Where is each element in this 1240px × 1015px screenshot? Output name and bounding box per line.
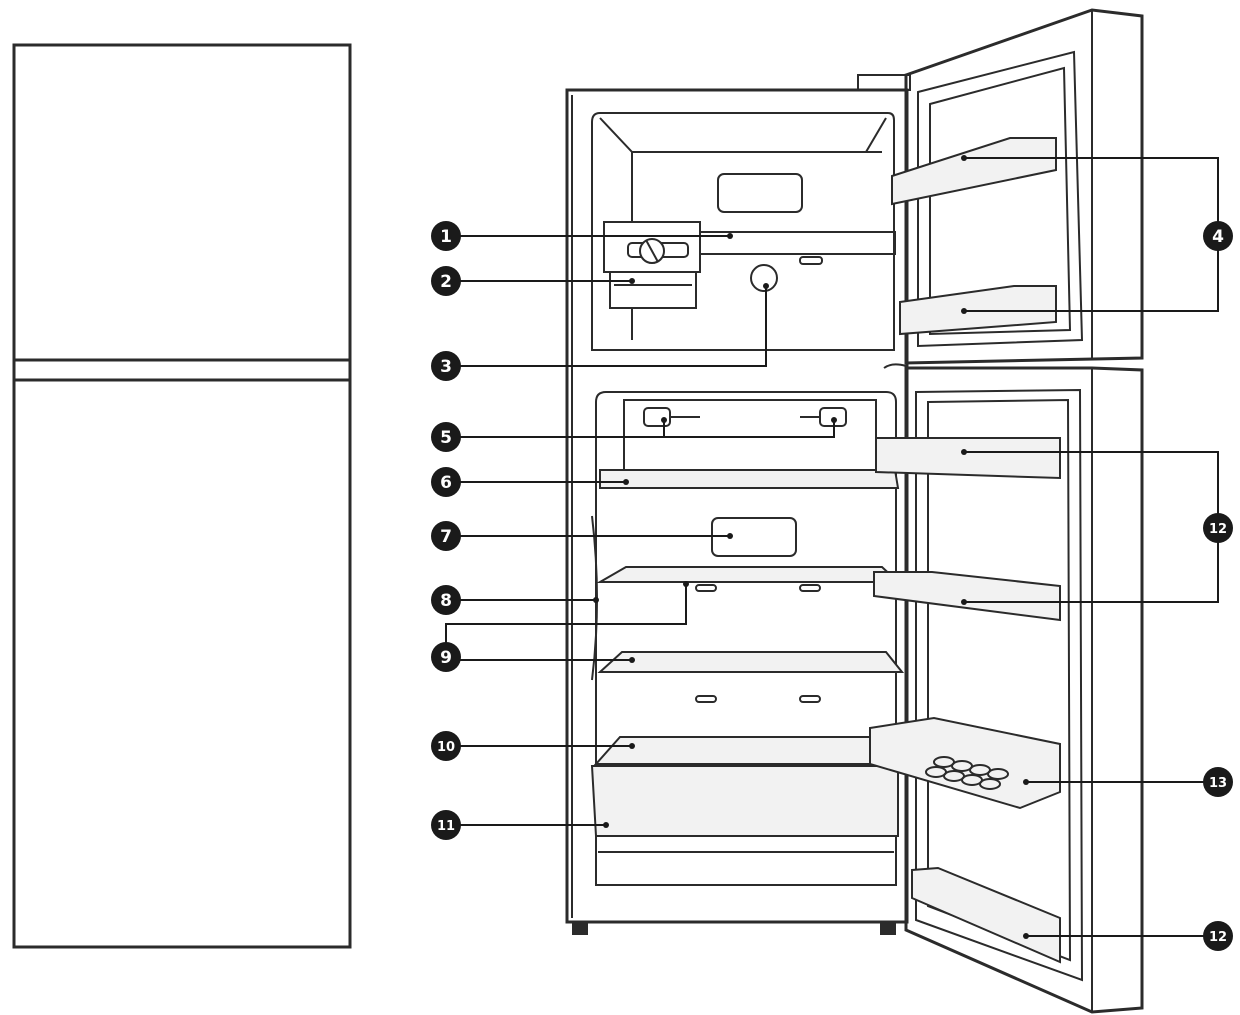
- fridge-shelf-3: [597, 651, 905, 673]
- callout-5: 5: [431, 422, 461, 452]
- leader-9a: [445, 584, 687, 657]
- freezer-door-inner: [929, 66, 1072, 336]
- freezer-inner: [591, 112, 895, 351]
- callout-11: 11: [431, 810, 461, 840]
- callout-12-lower: 12: [1203, 921, 1233, 951]
- callout-8: 8: [431, 585, 461, 615]
- callout-4: 4: [1203, 221, 1233, 251]
- freezer-compartment: [591, 112, 896, 351]
- closed-fridge-body: [12, 43, 352, 949]
- crisper-cover: [593, 736, 898, 765]
- egg-tray-bin: [869, 716, 1061, 810]
- callout-7-label: 7: [440, 527, 452, 547]
- shelf-clip-4: [799, 695, 821, 703]
- leader-12a-bottom: [964, 528, 1219, 603]
- crisper-drawer: [590, 765, 899, 837]
- light-left: [643, 407, 671, 427]
- callout-2-label: 2: [440, 272, 452, 292]
- callout-11-label: 11: [437, 819, 455, 834]
- callout-9-label: 9: [440, 648, 452, 668]
- callout-10-label: 10: [437, 740, 455, 755]
- fridge-door-bin-2: [873, 571, 1061, 622]
- top-hinge: [857, 74, 911, 91]
- egg-cups: [925, 756, 1009, 790]
- fridge-door: [869, 363, 1144, 1014]
- door-top-hinge: [883, 363, 907, 369]
- callout-3-label: 3: [440, 357, 452, 377]
- callout-1-label: 1: [440, 227, 452, 247]
- freezer-light-cover: [717, 173, 803, 213]
- callout-2: 2: [431, 266, 461, 296]
- leader-3: [446, 286, 767, 367]
- callout-3: 3: [431, 351, 461, 381]
- fridge-door-bin-bottom: [911, 866, 1061, 964]
- freezer-door-bin-upper: [891, 137, 1057, 206]
- fridge-compartment: [590, 391, 905, 886]
- leader-5a: [446, 420, 665, 438]
- freezer-vent-circle: [750, 264, 778, 292]
- leader-lines: [445, 157, 1219, 937]
- callout-13-label: 13: [1209, 776, 1227, 791]
- leader-12a-top: [964, 451, 1219, 528]
- open-fridge: [565, 8, 1144, 1014]
- callout-12-lower-label: 12: [1209, 930, 1227, 945]
- ice-bin: [609, 271, 697, 309]
- callout-9: 9: [431, 642, 461, 672]
- closed-fridge: [12, 43, 352, 949]
- foot-right: [880, 921, 896, 935]
- callout-5-label: 5: [440, 428, 452, 448]
- fridge-inner: [595, 391, 897, 886]
- fridge-shelf-1: [599, 469, 900, 489]
- callout-7: 7: [431, 521, 461, 551]
- shelf-clip-1: [695, 584, 717, 592]
- freezer-shelf: [604, 231, 896, 255]
- callout-6-label: 6: [440, 473, 452, 493]
- foot-left: [572, 921, 588, 935]
- callouts: 1 2 3 4 5 6 7 8: [431, 221, 1233, 951]
- callout-12-upper: 12: [1203, 513, 1233, 543]
- callout-12-upper-label: 12: [1209, 522, 1227, 537]
- freezer-shelf-clip: [799, 256, 823, 265]
- freezer-back-right: [865, 117, 887, 153]
- leader-4a: [964, 157, 1219, 236]
- fridge-shelf-2: [596, 566, 901, 583]
- fridge-door-bin-1: [875, 437, 1061, 480]
- freezer-door-gasket: [917, 50, 1084, 348]
- callout-13: 13: [1203, 767, 1233, 797]
- callout-8-label: 8: [440, 591, 452, 611]
- ice-maker-knob-line: [645, 239, 659, 263]
- callout-10: 10: [431, 731, 461, 761]
- shelf-clip-3: [695, 695, 717, 703]
- leader-4b: [964, 236, 1219, 312]
- callout-6: 6: [431, 467, 461, 497]
- callout-1: 1: [431, 221, 461, 251]
- fridge-top-panel: [623, 399, 877, 471]
- callout-4-label: 4: [1212, 227, 1224, 247]
- shelf-clip-2: [799, 584, 821, 592]
- freezer-door: [891, 8, 1144, 365]
- leader-5b: [664, 420, 835, 438]
- leader-dots: [593, 155, 1029, 939]
